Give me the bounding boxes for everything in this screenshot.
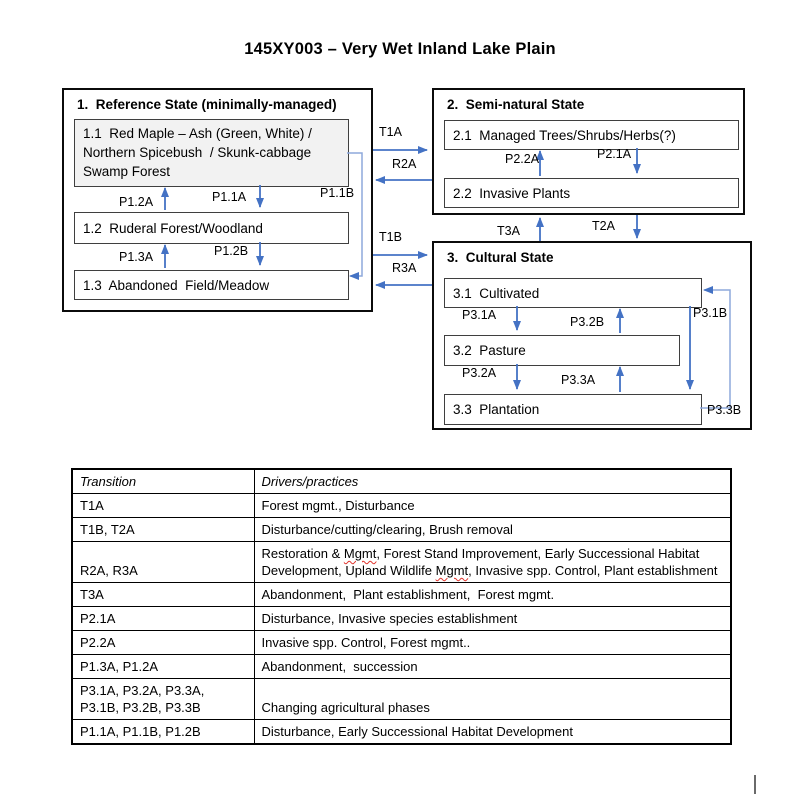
drivers-cell: Disturbance, Invasive species establishm… (253, 606, 732, 631)
transition-cell: T1A (71, 493, 255, 518)
drivers-cell: Abandonment, Plant establishment, Forest… (253, 582, 732, 607)
drivers-cell: Restoration & Mgmt, Forest Stand Improve… (253, 541, 732, 583)
table-header-row: Transition Drivers/practices (71, 468, 732, 494)
header-drivers: Drivers/practices (253, 468, 732, 494)
drivers-cell: Abandonment, succession (253, 654, 732, 679)
transition-cell: P1.3A, P1.2A (71, 654, 255, 679)
transition-cell: T1B, T2A (71, 517, 255, 542)
transition-label-p2-2a: P2.2A (505, 152, 540, 166)
transition-label-p3-2b: P3.2B (570, 315, 605, 329)
drivers-text: Disturbance, Early Successional Habitat … (261, 724, 573, 739)
transition-label-p1-2a: P1.2A (119, 195, 154, 209)
transition-label-p1-2b: P1.2B (214, 244, 249, 258)
transition-label-t3a: T3A (497, 224, 520, 238)
community-1-3: 1.3 Abandoned Field/Meadow (74, 270, 349, 300)
state-title-semi-natural: 2. Semi-natural State (447, 97, 585, 112)
misspelled-word: Mgmt (343, 546, 377, 561)
header-transition: Transition (71, 468, 255, 494)
table-row: T1A Forest mgmt., Disturbance (71, 493, 732, 518)
misspelled-word: Mgmt (435, 563, 469, 578)
transition-cell: P2.1A (71, 606, 255, 631)
community-1-1: 1.1 Red Maple – Ash (Green, White) / Nor… (74, 119, 349, 187)
transition-label-t1a: T1A (379, 125, 402, 139)
table-row: P2.2A Invasive spp. Control, Forest mgmt.… (71, 630, 732, 655)
transition-cell: P2.2A (71, 630, 255, 655)
table-row: T3A Abandonment, Plant establishment, For… (71, 582, 732, 607)
community-1-2: 1.2 Ruderal Forest/Woodland (74, 212, 349, 244)
state-box-cultural: 3. Cultural State 3.1 Cultivated 3.2 Pas… (432, 241, 752, 430)
transition-label-p1-3a: P1.3A (119, 250, 154, 264)
drivers-text: Abandonment, succession (261, 659, 418, 674)
figure-title: 145XY003 – Very Wet Inland Lake Plain (244, 40, 556, 58)
state-box-semi-natural: 2. Semi-natural State 2.1 Managed Trees/… (432, 88, 745, 215)
community-2-1: 2.1 Managed Trees/Shrubs/Herbs(?) (444, 120, 739, 150)
transition-label-r3a: R3A (392, 261, 417, 275)
state-title-cultural: 3. Cultural State (447, 250, 554, 265)
transition-label-p3-1b: P3.1B (693, 306, 728, 320)
table-row: P2.1A Disturbance, Invasive species estab… (71, 606, 732, 631)
community-3-3: 3.3 Plantation (444, 394, 702, 425)
transition-label-p1-1b: P1.1B (320, 186, 355, 200)
transition-cell: P1.1A, P1.1B, P1.2B (71, 719, 255, 745)
transition-label-p3-3a: P3.3A (561, 373, 596, 387)
text-cursor (754, 775, 756, 794)
drivers-text: Disturbance/cutting/clearing, Brush remo… (261, 522, 513, 537)
drivers-cell: Invasive spp. Control, Forest mgmt.. (253, 630, 732, 655)
transition-label-r2a: R2A (392, 157, 417, 171)
drivers-text: , Forest Stand Improvement, Early Succes… (261, 546, 703, 578)
drivers-cell: Disturbance, Early Successional Habitat … (253, 719, 732, 745)
transition-label-t1b: T1B (379, 230, 402, 244)
drivers-text: Changing agricultural phases (261, 700, 430, 715)
table-row: P1.3A, P1.2A Abandonment, succession (71, 654, 732, 679)
transition-label-p3-2a: P3.2A (462, 366, 497, 380)
state-box-reference: 1. Reference State (minimally-managed) 1… (62, 88, 373, 312)
transition-label-p3-1a: P3.1A (462, 308, 497, 322)
community-3-2: 3.2 Pasture (444, 335, 680, 366)
transition-cell: P3.1A, P3.2A, P3.3A, P3.1B, P3.2B, P3.3B (71, 678, 255, 720)
drivers-text: , Invasive spp. Control, Plant establish… (468, 563, 718, 578)
transition-label-p2-1a: P2.1A (597, 147, 632, 161)
state-title-reference: 1. Reference State (minimally-managed) (77, 97, 337, 112)
table-row: P1.1A, P1.1B, P1.2B Disturbance, Early Su… (71, 719, 732, 745)
transition-cell: R2A, R3A (71, 541, 255, 583)
transition-label-t2a: T2A (592, 219, 615, 233)
transitions-table: Transition Drivers/practices T1A Forest m… (71, 468, 732, 745)
community-2-2: 2.2 Invasive Plants (444, 178, 739, 208)
drivers-text: Restoration & (261, 546, 344, 561)
community-3-1: 3.1 Cultivated (444, 278, 702, 308)
drivers-cell: Forest mgmt., Disturbance (253, 493, 732, 518)
drivers-text: Abandonment, Plant establishment, Forest… (261, 587, 555, 602)
table-row: T1B, T2A Disturbance/cutting/clearing, Br… (71, 517, 732, 542)
drivers-cell: Changing agricultural phases (253, 678, 732, 720)
drivers-text: Disturbance, Invasive species establishm… (261, 611, 518, 626)
table-row: P3.1A, P3.2A, P3.3A, P3.1B, P3.2B, P3.3B… (71, 678, 732, 720)
transition-cell: T3A (71, 582, 255, 607)
transition-label-p1-1a: P1.1A (212, 190, 247, 204)
transition-label-p3-3b: P3.3B (707, 403, 742, 417)
drivers-cell: Disturbance/cutting/clearing, Brush remo… (253, 517, 732, 542)
drivers-text: Forest mgmt., Disturbance (261, 498, 415, 513)
drivers-text: Invasive spp. Control, Forest mgmt.. (261, 635, 471, 650)
